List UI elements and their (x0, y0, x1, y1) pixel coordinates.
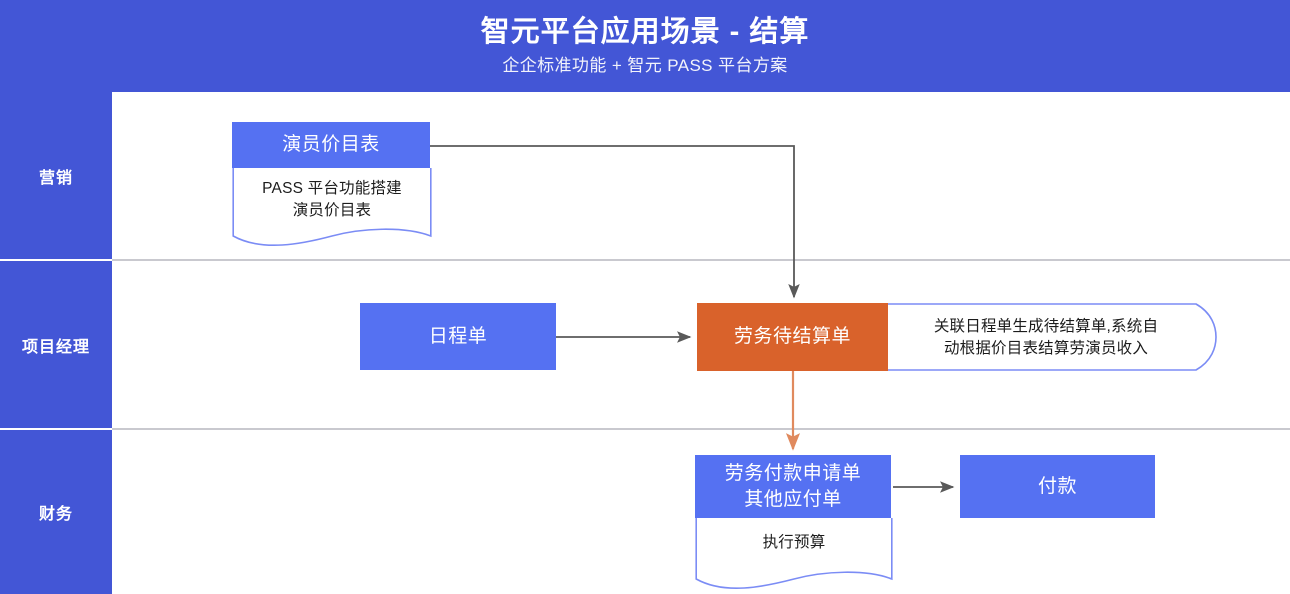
node-actor-price-list-title[interactable]: 演员价目表 (232, 122, 430, 168)
page-subtitle: 企企标准功能 + 智元 PASS 平台方案 (502, 56, 788, 76)
page-title: 智元平台应用场景 - 结算 (480, 16, 810, 49)
note-labor-payment-request-text: 执行预算 (762, 534, 826, 551)
lane-label-marketing: 营销 (0, 92, 112, 259)
note-torn-shape (232, 168, 432, 246)
note-settlement-annotation-text: 关联日程单生成待结算单,系统自 动根据价目表结算劳演员收入 (933, 318, 1159, 358)
node-schedule-order[interactable]: 日程单 (360, 303, 556, 370)
lane-label-project-manager: 项目经理 (0, 261, 112, 428)
node-payment-title[interactable]: 付款 (960, 455, 1155, 518)
lane-marketing: 营销 (0, 92, 1290, 259)
node-labor-pending-settlement-title[interactable]: 劳务待结算单 (697, 303, 888, 371)
node-schedule-order-title[interactable]: 日程单 (360, 303, 556, 370)
node-payment[interactable]: 付款 (960, 455, 1155, 518)
page-header: 智元平台应用场景 - 结算 企企标准功能 + 智元 PASS 平台方案 (0, 0, 1290, 92)
note-actor-price-list-text: PASS 平台功能搭建 演员价目表 (262, 180, 402, 220)
note-torn-shape (695, 518, 893, 589)
note-labor-payment-request: 执行预算 (695, 518, 893, 590)
node-labor-pending-settlement[interactable]: 劳务待结算单 (697, 303, 888, 371)
note-actor-price-list: PASS 平台功能搭建 演员价目表 (232, 168, 432, 247)
note-settlement-annotation: 关联日程单生成待结算单,系统自 动根据价目表结算劳演员收入 (888, 303, 1222, 371)
lane-label-finance: 财务 (0, 430, 112, 594)
node-labor-payment-request-title[interactable]: 劳务付款申请单 其他应付单 (695, 455, 891, 518)
note-torn-shape (888, 303, 1217, 371)
lane-divider-2 (112, 428, 1290, 430)
